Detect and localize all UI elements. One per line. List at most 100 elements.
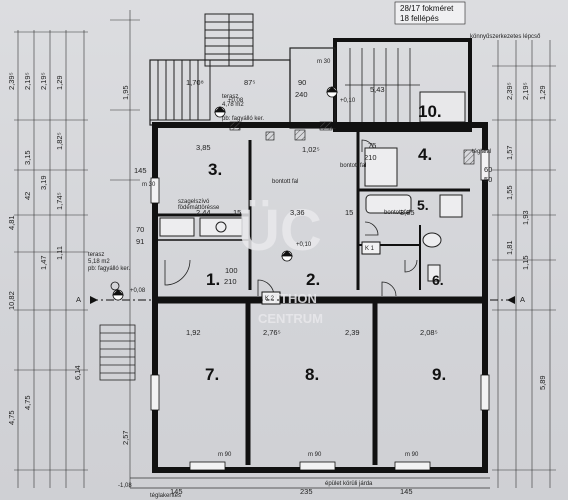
wall-demolished-2: bontott fal (340, 163, 366, 169)
r-589: 5,89 (538, 375, 547, 390)
dim-90: 90 (298, 78, 306, 87)
chimney-k1: K 1 (365, 246, 375, 252)
l-147: 1,47 (39, 255, 48, 270)
hatched-columns (229, 121, 475, 165)
r-219: 2,19⁵ (521, 82, 530, 100)
watermark: ÜC OTTHON CENTRUM (238, 198, 323, 326)
door-m90-3: m 90 (405, 452, 419, 458)
l-129: 1,29 (55, 75, 64, 90)
dim-1025: 1,02⁵ (302, 145, 320, 154)
left-dim-values: 2,39⁵ 2,19⁵ 2,19⁵ 1,29 42 4,81 10,82 4,7… (7, 72, 147, 445)
dim-75: 75 (368, 141, 376, 150)
dim-543: 5,43 (370, 85, 385, 94)
header-note-box (394, 1, 466, 25)
terrace-top-name: terasz (222, 94, 238, 100)
level-label-1: +0,08 (228, 98, 244, 104)
l-1082: 10,82 (7, 291, 16, 310)
section-arrows (90, 296, 515, 304)
level-label-neg: -1,08 (118, 483, 132, 489)
l-219b: 2,19⁵ (39, 72, 48, 90)
r-157: 1,57 (505, 145, 514, 160)
dim-192: 1,92 (186, 328, 201, 337)
dim-100: 100 (225, 266, 238, 275)
terrace-left-name: terasz (88, 252, 104, 258)
watermark-logo: ÜC (238, 198, 322, 263)
l-91: 91 (136, 237, 144, 246)
r-193: 1,93 (521, 210, 530, 225)
dim-15b: 15 (345, 208, 353, 217)
dim-276: 2,76⁵ (263, 328, 281, 337)
room-8-label: 8. (305, 365, 319, 384)
window-marks (150, 149, 490, 471)
vent-label: szagelszívó (178, 199, 210, 205)
terrace-top-floor: pb: fagyálló ker. (222, 116, 264, 122)
dim-336: 3,36 (290, 208, 305, 217)
level-markers (110, 86, 338, 301)
chimney-boxes (261, 241, 381, 305)
dim-235: 235 (300, 487, 313, 496)
dim-145-bottom: 145 (170, 487, 183, 496)
room-6-label: 6. (432, 272, 444, 288)
attic-stair-label: könnyűszerkezetes lépcső (470, 34, 541, 40)
r-239: 2,39⁵ (505, 82, 514, 100)
dim-170: 1,70⁸ (186, 78, 204, 87)
sidewalk (130, 477, 490, 489)
dimension-values: 1,70⁸ 87⁵ 90 240 5,43 3,85 1,02⁵ 75 210 … (170, 78, 438, 496)
attic-stair-room (333, 38, 472, 132)
l-319: 3,19 (39, 175, 48, 190)
level-label-4: +0,08 (130, 288, 146, 294)
r-129: 1,29 (538, 85, 547, 100)
header-line2: 18 fellépés (400, 14, 439, 23)
bottom-fence-label: téglakerítés (150, 493, 181, 499)
vent-label2: födémáttörésse (178, 205, 220, 211)
l-195: 1,95 (121, 85, 130, 100)
dim-244: 2,44 (196, 208, 211, 217)
l-111: 1,11 (55, 246, 64, 260)
r-115: 1,15 (521, 255, 530, 270)
dim-305: 3,05 (400, 208, 415, 217)
room-2-label: 2. (306, 270, 320, 289)
terrace-top-area: 4,78 m2 (222, 102, 244, 108)
r-60: 60 (484, 165, 492, 174)
header-line1: 28/17 fokméret (400, 4, 454, 13)
watermark-line2: CENTRUM (258, 311, 323, 326)
wall-demolished-3: bontott fal (384, 210, 410, 216)
dim-87: 87⁵ (244, 78, 255, 87)
chimney-k2: K 2 (265, 296, 275, 302)
dim-210: 210 (364, 153, 377, 162)
interior-walls (155, 128, 485, 465)
level-label-2: +0,10 (340, 98, 356, 104)
room-5-label: 5. (417, 197, 429, 213)
l-239: 2,39⁵ (7, 72, 16, 90)
r-50: 50 (484, 175, 492, 184)
left-dimension-chains (14, 10, 140, 488)
dim-239: 2,39 (345, 328, 360, 337)
right-dim-values: 2,39⁵ 2,19⁵ 1,57 1,55 1,81 5,89 1,29 1,9… (484, 82, 547, 390)
l-70: 70 (136, 225, 144, 234)
l-257: 2,57 (121, 430, 130, 445)
r-181: 1,81 (505, 240, 514, 255)
dim-208: 2,08⁵ (420, 328, 438, 337)
top-stairs (149, 13, 254, 121)
brick-wall-label: téglafal (472, 149, 491, 155)
section-a-right: A (520, 295, 525, 304)
room-1-label: 1. (206, 270, 220, 289)
door-m90-1: m 90 (218, 452, 232, 458)
dim-15: 15 (233, 208, 241, 217)
entrance-stairs (99, 324, 136, 381)
room-10-label: 10. (418, 102, 442, 121)
section-a-left: A (76, 295, 81, 304)
wall-demolished-1: bontott fal (272, 179, 298, 185)
terrace-left-area: 5,18 m2 (88, 259, 110, 265)
room-9-label: 9. (432, 365, 446, 384)
l-315: 3,15 (23, 150, 32, 165)
l-182: 1,82⁵ (55, 132, 64, 150)
room-7-label: 7. (205, 365, 219, 384)
bathroom-fixtures (159, 147, 463, 282)
dim-385: 3,85 (196, 143, 211, 152)
door-m30-1: m 30 (317, 59, 331, 65)
room-3-label: 3. (208, 160, 222, 179)
room-4-label: 4. (418, 145, 432, 164)
